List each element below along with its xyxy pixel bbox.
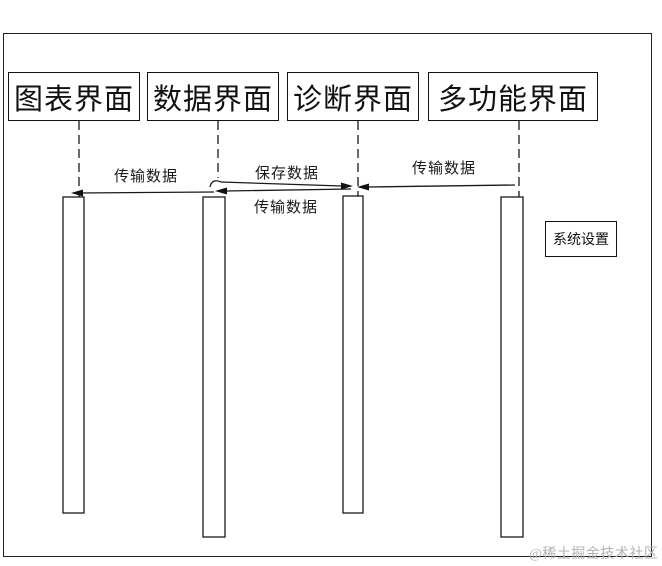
message-line-transfer-to-data xyxy=(225,188,352,192)
actor-box-multifunction-interface: 多功能界面 xyxy=(428,72,598,121)
activation-bar-chart-interface xyxy=(62,196,85,514)
arrowhead-save-data xyxy=(341,182,353,190)
system-settings-box: 系统设置 xyxy=(545,221,617,257)
message-label-transfer-to-diagnosis: 传输数据 xyxy=(412,161,477,177)
actor-box-chart-interface: 图表界面 xyxy=(8,72,140,121)
arrowhead-transfer-to-chart xyxy=(71,189,83,197)
message-label-save-data: 保存数据 xyxy=(255,166,320,182)
message-origin-hook xyxy=(209,180,222,188)
activation-bar-data-interface xyxy=(202,196,226,538)
message-label-transfer-to-chart: 传输数据 xyxy=(114,169,179,185)
arrowhead-transfer-to-data xyxy=(215,187,227,195)
activation-bar-diagnosis-interface xyxy=(342,195,364,514)
watermark-text: @稀土掘金技术社区 xyxy=(529,547,659,562)
actor-box-diagnosis-interface: 诊断界面 xyxy=(287,72,419,121)
message-label-transfer-to-data: 传输数据 xyxy=(254,200,319,216)
arrowhead-transfer-to-diagnosis xyxy=(357,183,369,191)
message-line-transfer-to-diagnosis xyxy=(367,184,516,188)
message-line-save-data xyxy=(220,181,343,187)
actor-box-data-interface: 数据界面 xyxy=(147,72,279,121)
activation-bar-multifunction-interface xyxy=(500,196,524,538)
message-line-transfer-to-chart xyxy=(76,191,215,194)
